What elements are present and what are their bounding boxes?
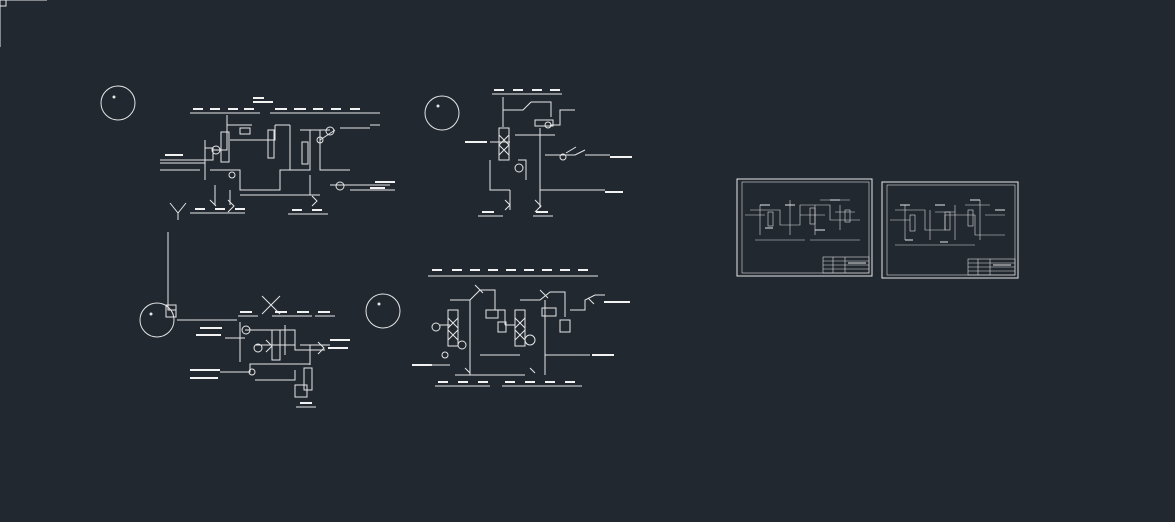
process-scheme-1[interactable] (100, 85, 395, 311)
equipment (431, 284, 595, 374)
process-scheme-2[interactable] (424, 89, 632, 217)
fork-symbol-icon (169, 202, 187, 220)
sheet-schematic (890, 199, 1005, 246)
stream-labels (412, 269, 630, 366)
pipelines (160, 115, 395, 205)
equipment (498, 119, 577, 213)
bottom-labels (190, 208, 328, 215)
process-scheme-4[interactable] (365, 269, 630, 387)
pipelines (430, 289, 605, 376)
sheet-schematic (745, 199, 860, 241)
connector-line (167, 232, 176, 311)
process-scheme-3[interactable] (139, 295, 350, 408)
stream-labels (465, 89, 632, 193)
sheet-title-block (967, 258, 1016, 276)
bottom-labels (435, 381, 582, 387)
circle-marker-icon (139, 302, 177, 338)
pipelines (489, 97, 610, 210)
stream-labels (190, 97, 380, 114)
bottom-labels (296, 402, 316, 408)
stream-labels (190, 311, 350, 379)
circle-marker-icon (100, 85, 136, 121)
equipment (204, 126, 345, 213)
circle-marker-icon (365, 293, 401, 329)
drawing-sheet-2[interactable] (881, 181, 1019, 279)
bottom-labels (478, 211, 553, 217)
sheet-title-block (822, 256, 870, 274)
drawing-sheet-1[interactable] (736, 178, 873, 277)
equipment (241, 325, 325, 398)
circle-marker-icon (424, 95, 460, 131)
pipelines (177, 319, 330, 381)
viewport-corner (0, 0, 47, 47)
